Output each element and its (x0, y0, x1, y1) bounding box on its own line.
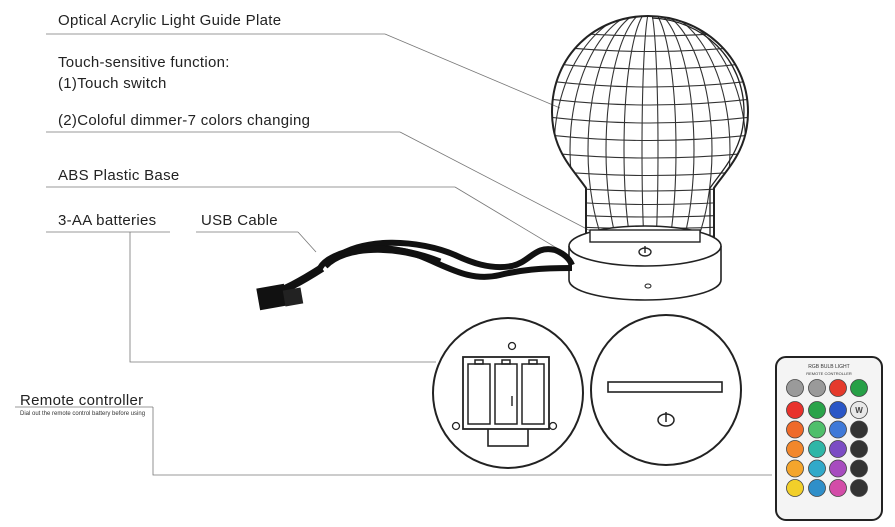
remote-color-button[interactable] (850, 440, 868, 458)
remote-header-line1: RGB BULB LIGHT (808, 364, 849, 370)
label-touch-function: Touch-sensitive function: (58, 54, 230, 71)
remote-color-button[interactable] (786, 459, 804, 478)
remote-color-button[interactable] (850, 420, 868, 439)
label-touch-switch: (1)Touch switch (58, 75, 167, 92)
usb-cable (256, 239, 575, 311)
remote-color-button[interactable] (829, 459, 847, 478)
remote-color-button[interactable] (808, 440, 826, 458)
remote-color-button[interactable] (786, 420, 804, 439)
remote-color-button[interactable] (829, 420, 847, 439)
power-icon (657, 412, 675, 427)
bulb-parallels (552, 29, 748, 230)
base-top-view (590, 314, 742, 466)
remote-color-button[interactable] (786, 479, 804, 497)
leader-lines (15, 33, 772, 476)
remote-color-button[interactable] (829, 440, 847, 458)
remote-button-grid (786, 379, 868, 497)
label-dimmer: (2)Coloful dimmer-7 colors changing (58, 112, 311, 129)
label-base: ABS Plastic Base (58, 167, 180, 184)
remote-color-button[interactable] (850, 459, 868, 478)
aa-battery-2 (494, 359, 518, 425)
label-usb-cable: USB Cable (201, 212, 278, 229)
label-light-guide-plate: Optical Acrylic Light Guide Plate (58, 12, 282, 29)
remote-color-button[interactable] (808, 479, 826, 497)
touch-switch-icon (638, 246, 652, 257)
aa-battery-3 (521, 359, 545, 425)
remote-on-button[interactable] (850, 379, 868, 397)
remote-color-button[interactable] (829, 479, 847, 497)
label-remote-controller: Remote controller (20, 392, 144, 409)
remote-color-button[interactable] (786, 440, 804, 458)
remote-brightness-down-button[interactable] (808, 379, 826, 397)
abs-plastic-base (568, 225, 722, 301)
remote-color-button[interactable] (786, 401, 804, 419)
remote-header-line2: REMOTE CONTROLLER (806, 371, 852, 376)
battery-compartment (432, 317, 584, 469)
label-batteries: 3-AA batteries (58, 212, 157, 229)
remote-controller: RGB BULB LIGHT REMOTE CONTROLLER W (775, 356, 883, 521)
remote-white-button[interactable] (850, 401, 868, 419)
remote-w-label: W (855, 406, 863, 415)
remote-color-button[interactable] (808, 459, 826, 478)
remote-color-button[interactable] (850, 479, 868, 497)
aa-battery-1 (467, 359, 491, 425)
remote-off-button[interactable] (829, 379, 847, 397)
remote-color-button[interactable] (808, 420, 826, 439)
remote-color-button[interactable] (829, 401, 847, 419)
remote-color-button[interactable] (808, 401, 826, 419)
label-remote-note: Dial out the remote control battery befo… (20, 411, 146, 417)
remote-brightness-up-button[interactable] (786, 379, 804, 397)
